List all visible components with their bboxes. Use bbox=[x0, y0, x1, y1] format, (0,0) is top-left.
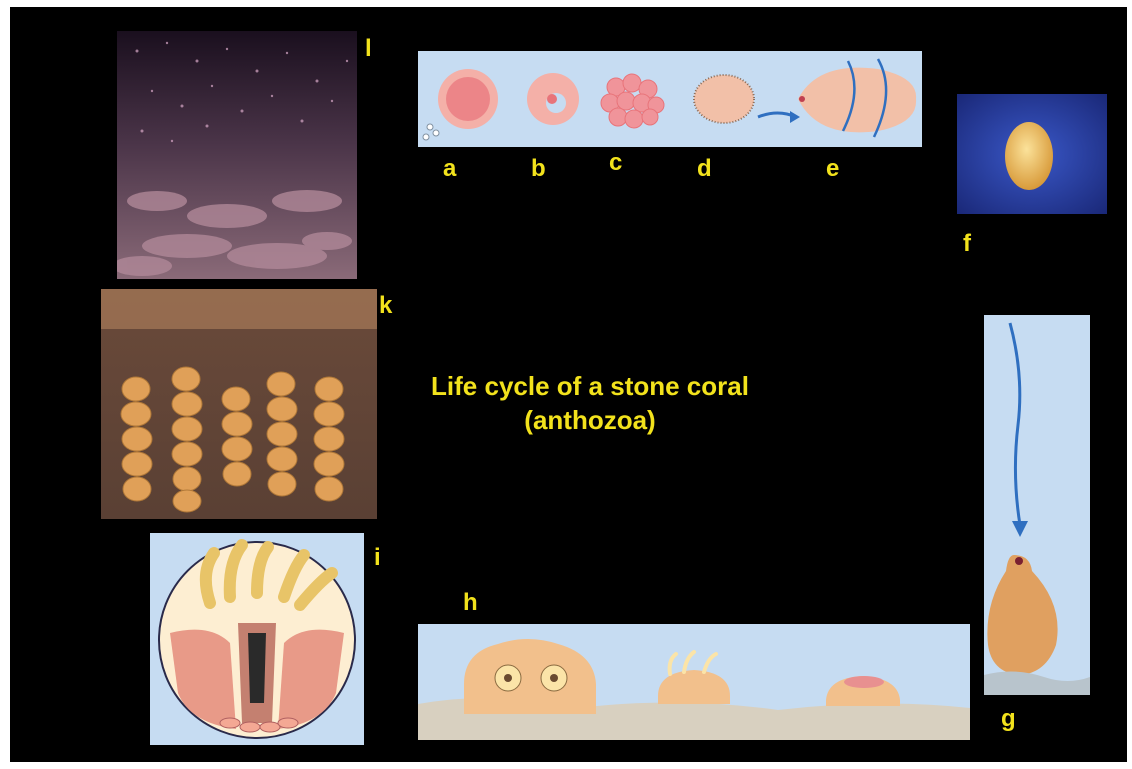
embryo-strip bbox=[418, 51, 922, 147]
title-line-1: Life cycle of a stone coral bbox=[340, 369, 840, 403]
settling-larva-panel bbox=[984, 315, 1090, 695]
slide: l a b c bbox=[10, 7, 1127, 762]
spawning-photo-panel bbox=[117, 31, 357, 279]
planula-photo bbox=[957, 94, 1107, 214]
young-polyps-panel bbox=[418, 624, 970, 740]
label-d: d bbox=[697, 157, 712, 181]
young-polyps bbox=[418, 624, 970, 740]
embryo-strip-panel bbox=[418, 51, 922, 147]
polyp-cross-section-panel bbox=[150, 533, 364, 745]
label-g: g bbox=[1001, 707, 1016, 731]
label-i: i bbox=[374, 546, 381, 570]
label-a: a bbox=[443, 157, 456, 181]
polyp-column-photo-panel bbox=[101, 289, 377, 519]
diagram-title: Life cycle of a stone coral (anthozoa) bbox=[340, 369, 840, 437]
label-f: f bbox=[963, 232, 971, 256]
planula-photo-panel bbox=[957, 94, 1107, 214]
label-c: c bbox=[609, 151, 622, 175]
label-l: l bbox=[365, 37, 372, 61]
label-h: h bbox=[463, 591, 478, 615]
polyp-cross-section bbox=[150, 533, 364, 745]
label-b: b bbox=[531, 157, 546, 181]
polyp-column-photo bbox=[101, 289, 377, 519]
label-k: k bbox=[379, 294, 392, 318]
label-e: e bbox=[826, 157, 839, 181]
spawning-photo bbox=[117, 31, 357, 279]
settling-larva bbox=[984, 315, 1090, 695]
title-line-2: (anthozoa) bbox=[340, 403, 840, 437]
